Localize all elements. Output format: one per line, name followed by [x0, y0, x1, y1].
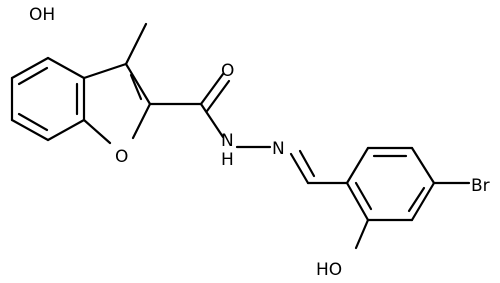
hydroxy-top-label: OH [29, 5, 55, 25]
benzofuran-benzene-ring [10, 56, 86, 142]
furan-ring [82, 22, 152, 145]
bromo-label: Br [471, 176, 490, 196]
amide-nitrogen-label: N [221, 131, 234, 151]
imine-nitrogen-label: N [272, 139, 285, 159]
amide-chain [148, 72, 349, 185]
ring-oxygen-label: O [115, 147, 128, 167]
carbonyl-oxygen-label: O [221, 61, 234, 81]
hydroxy-bottom-label: HO [316, 260, 342, 280]
amide-hydrogen-label: H [221, 150, 234, 170]
bromophenol-ring [345, 146, 471, 250]
